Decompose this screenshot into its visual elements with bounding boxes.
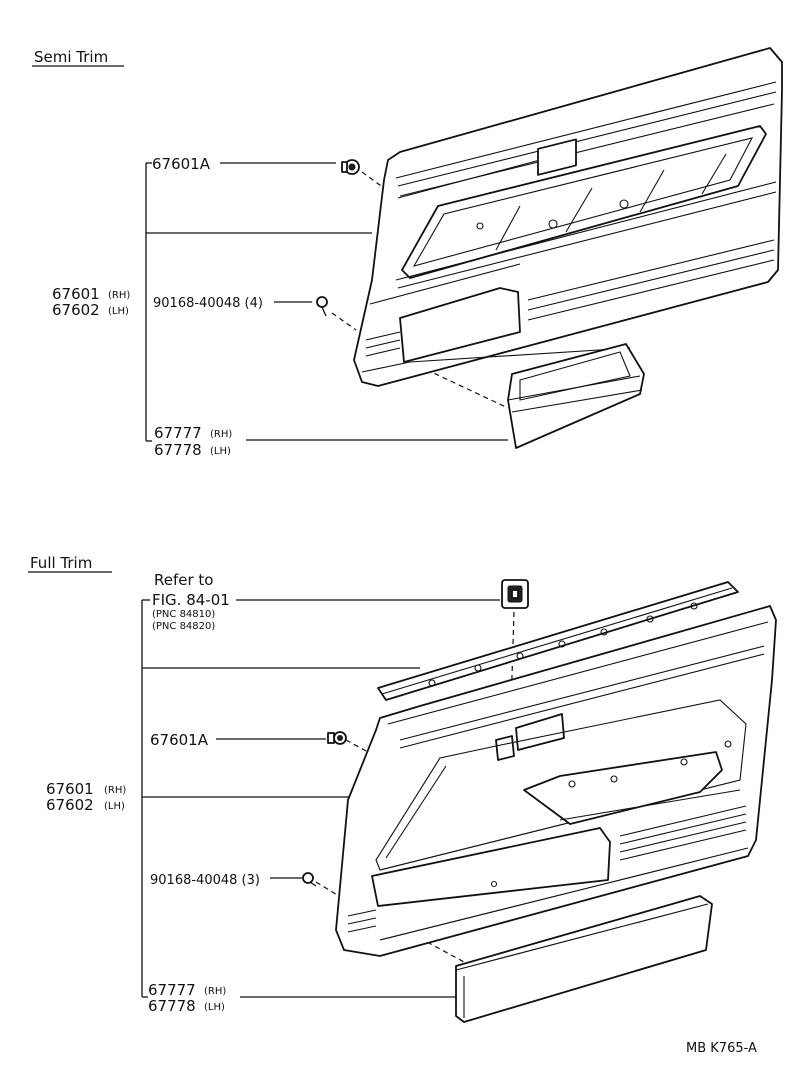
- semi-screw-label: 90168-40048 (4): [153, 296, 263, 311]
- full-pnc-2-label: (PNC 84820): [152, 621, 215, 632]
- full-fig-ref-label: FIG. 84-01: [152, 591, 230, 609]
- full-pnc-1-label: (PNC 84810): [152, 609, 215, 620]
- clip-icon: [327, 731, 347, 745]
- full-pocket-rh-label: 67777: [148, 981, 196, 999]
- semi-door-trim-board: [353, 47, 783, 387]
- diagram-code-label: MB K765-A: [686, 1041, 757, 1056]
- full-board-lh-side: (LH): [104, 801, 125, 812]
- full-board-rh-label: 67601: [46, 780, 94, 798]
- semi-board-lh-label: 67602: [52, 301, 100, 319]
- full-door-pocket: [455, 895, 713, 1023]
- full-pocket-rh-side: (RH): [204, 986, 226, 997]
- semi-pocket-rh-label: 67777: [154, 424, 202, 442]
- full-upper-rail: [377, 581, 739, 701]
- screw-icon: [316, 296, 328, 317]
- semi-board-rh-label: 67601: [52, 285, 100, 303]
- full-door-trim-board: [335, 605, 777, 957]
- semi-trim-title: Semi Trim: [34, 48, 108, 66]
- semi-pocket-rh-side: (RH): [210, 429, 232, 440]
- full-trim-title: Full Trim: [30, 554, 92, 572]
- full-screw-label: 90168-40048 (3): [150, 873, 260, 888]
- semi-pocket-lh-side: (LH): [210, 446, 231, 457]
- full-pocket-lh-side: (LH): [204, 1002, 225, 1013]
- semi-board-lh-side: (LH): [108, 306, 129, 317]
- semi-trim-section: Semi Trim 67601A 67601 (RH) 67602 (LH) 9…: [32, 47, 783, 459]
- screw-icon: [302, 872, 317, 887]
- switch-icon: [501, 579, 529, 609]
- full-board-lh-label: 67602: [46, 796, 94, 814]
- full-trim-section: Full Trim Refer to FIG. 84-01 (PNC 84810…: [28, 554, 777, 1023]
- full-board-rh-side: (RH): [104, 785, 126, 796]
- semi-clip-label: 67601A: [152, 155, 211, 173]
- full-leader-lines: [141, 599, 515, 998]
- full-refer-label: Refer to: [154, 571, 213, 589]
- clip-icon: [341, 159, 360, 175]
- full-clip-label: 67601A: [150, 731, 209, 749]
- semi-door-pocket: [507, 343, 645, 449]
- semi-pocket-lh-label: 67778: [154, 441, 202, 459]
- full-pocket-lh-label: 67778: [148, 997, 196, 1015]
- semi-board-rh-side: (RH): [108, 290, 130, 301]
